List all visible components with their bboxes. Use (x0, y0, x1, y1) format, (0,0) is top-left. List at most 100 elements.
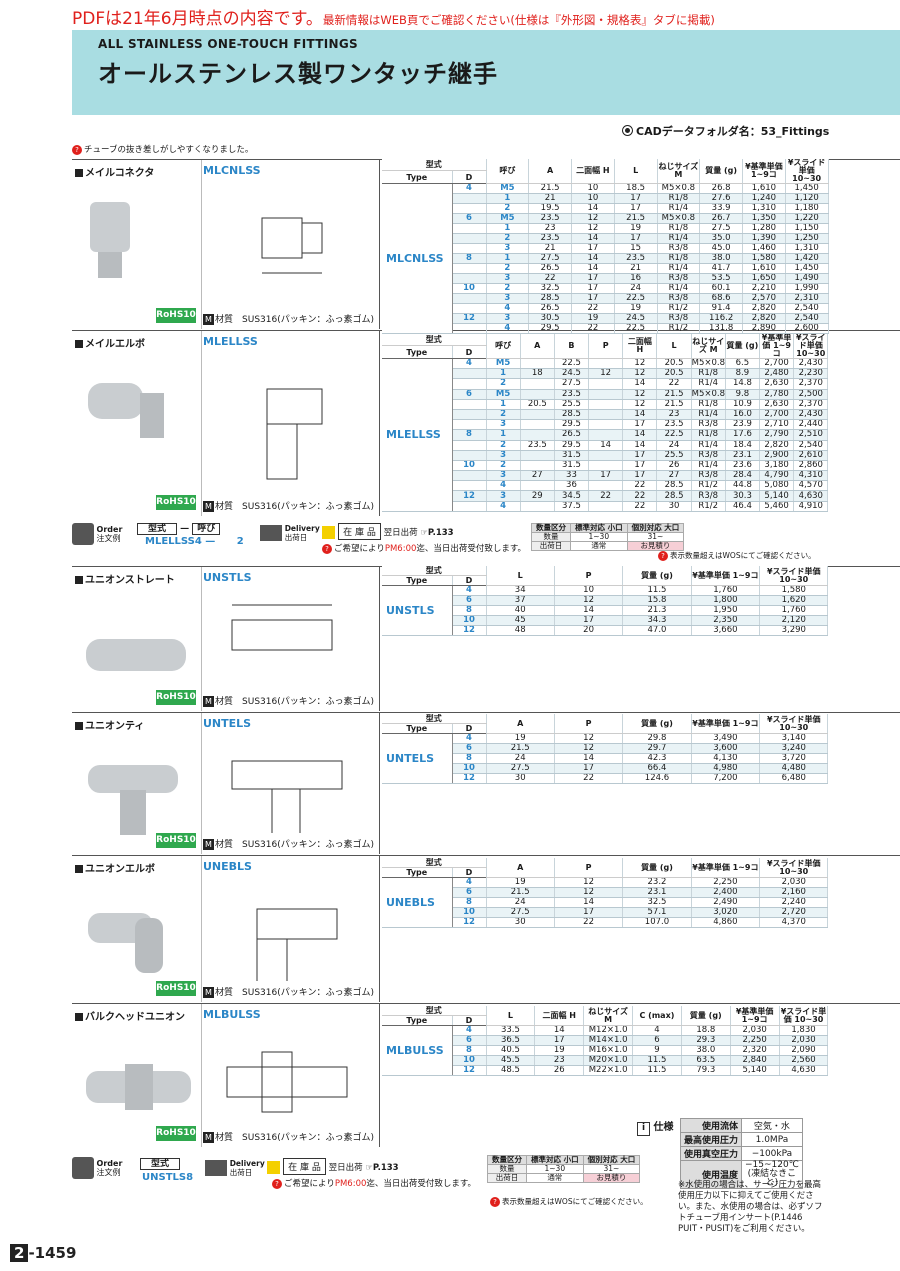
product-name: ユニオンティ (75, 717, 144, 732)
order1-example: MLELLSS4 — 2 (145, 536, 244, 547)
truck-icon (260, 524, 282, 541)
rohs-badge: RoHS10 (156, 981, 196, 996)
photo-panel: ユニオンエルボ RoHS10 (72, 856, 202, 1002)
rohs-badge: RoHS10 (156, 495, 196, 510)
material-icon: M (203, 839, 214, 850)
rohs-badge: RoHS10 (156, 690, 196, 705)
product-name: メイルコネクタ (75, 164, 154, 179)
rohs-badge: RoHS10 (156, 833, 196, 848)
material-icon: M (203, 501, 214, 512)
dimension-drawing (266, 388, 323, 480)
cad-folder: CADデータフォルダ名：53_Fittings (622, 123, 829, 139)
product-name: バルクヘッドユニオン (75, 1008, 185, 1023)
product-name: メイルエルボ (75, 335, 145, 350)
order1-headers: 型式 — 呼び (137, 521, 221, 535)
product-photo (86, 1064, 191, 1110)
photo-panel: バルクヘッドユニオン RoHS10 (72, 1004, 202, 1147)
product-photo (86, 639, 186, 671)
dimension-drawing (261, 217, 323, 274)
rohs-badge: RoHS10 (156, 308, 196, 323)
product-photo (88, 765, 178, 835)
delivery-note-1: ?ご希望によりPM6:00迄、当日出荷受付致します。 (322, 542, 526, 554)
qty-note-1: ?表示数量超えはWOSにてご確認ください。 (658, 550, 816, 561)
dimension-drawing (256, 908, 338, 981)
pdf-notice: PDFは21年6月時点の内容です。最新情報はWEB頁でご確認ください(仕様は『外… (72, 9, 715, 29)
question-icon: ? (72, 145, 82, 155)
product-photo (88, 383, 164, 438)
material-icon: M (203, 314, 214, 325)
delivery-note-2: ?ご希望によりPM6:00迄、当日出荷受付致します。 (272, 1177, 476, 1189)
spec-note: ※水使用の場合は、サージ圧力を最高使用圧力以下に抑えてご使用ください。また、水使… (678, 1180, 823, 1234)
product-photo (90, 202, 130, 278)
product-code: UNSTLS (203, 571, 252, 584)
dimension-drawing (231, 760, 343, 833)
product-name: ユニオンエルボ (75, 860, 155, 875)
order2-header: 型式 (140, 1156, 181, 1170)
phone-icon (72, 1157, 94, 1179)
product-code: UNTELS (203, 717, 252, 730)
info-icon: i (637, 1122, 650, 1136)
photo-panel: メイルコネクタ RoHS10 (72, 160, 202, 329)
product-code: MLCNLSS (203, 164, 261, 177)
material-icon: M (203, 1132, 214, 1143)
product-name: ユニオンストレート (75, 571, 175, 586)
